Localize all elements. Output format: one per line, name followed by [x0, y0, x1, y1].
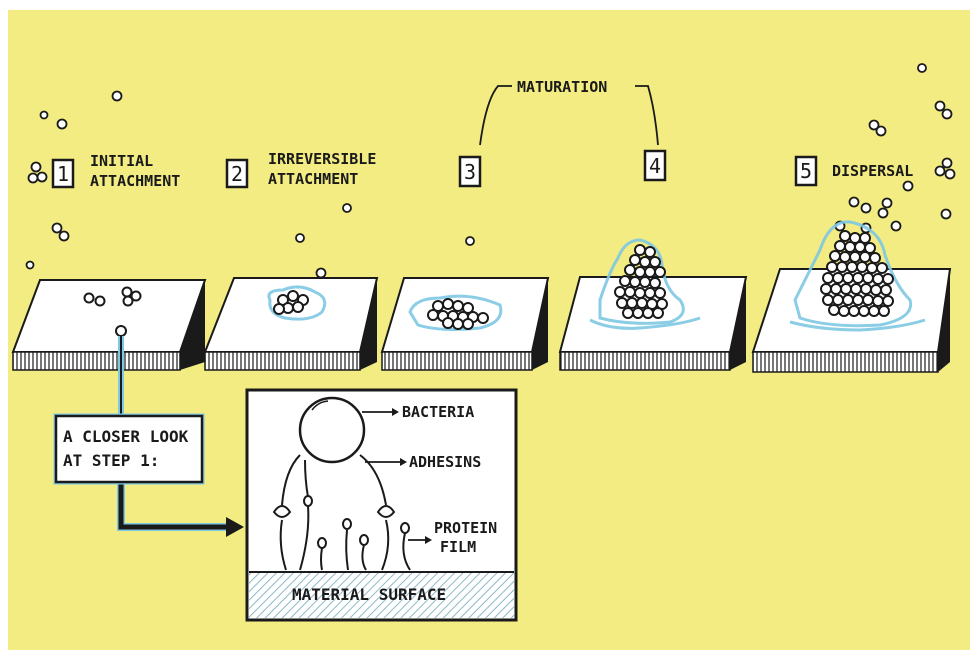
stage-3-number: 3 [464, 160, 476, 184]
stage-3-header: 3 [458, 155, 482, 188]
closer-look-line1: A CLOSER LOOK [63, 427, 189, 446]
detail-panel: MATERIAL SURFACE BA [245, 388, 518, 622]
slab-3 [380, 277, 550, 371]
stage-1-number: 1 [57, 162, 69, 186]
adhesin-tips [272, 495, 410, 549]
stage-1-label-line1: INITIAL [90, 152, 153, 170]
stage-1-header: 1 INITIAL ATTACHMENT [51, 152, 180, 190]
stage-2-header: 2 IRREVERSIBLE ATTACHMENT [225, 150, 376, 189]
closer-look-line2: AT STEP 1: [63, 451, 159, 470]
stage-4-number: 4 [649, 154, 661, 178]
stage-2-number-box [225, 158, 249, 189]
stage-5-label-line1: DISPERSAL [832, 162, 913, 180]
protein-film-label-line1: PROTEIN [434, 519, 497, 537]
stage-5-header: 5 DISPERSAL [794, 155, 913, 187]
adhesin-stalks [279, 454, 411, 571]
material-surface-label: MATERIAL SURFACE [292, 585, 446, 604]
adhesins-label: ADHESINS [409, 453, 481, 471]
attached-bacteria [83, 286, 489, 330]
stage-2-label-line1: IRREVERSIBLE [268, 150, 376, 168]
bacteria-label: BACTERIA [402, 403, 474, 421]
stage-1-label-line2: ATTACHMENT [90, 172, 180, 190]
stage-4-number-box [643, 149, 667, 182]
stage-4-header: 4 [643, 149, 667, 182]
maturation-bracket-right [635, 85, 659, 146]
stage-3-number-box [458, 155, 482, 188]
slab-2 [203, 277, 379, 371]
mature-colony-5 [820, 230, 894, 317]
stage-2-label-line2: ATTACHMENT [268, 170, 358, 188]
biofilm-film [267, 220, 926, 332]
stage-2-number: 2 [231, 162, 243, 186]
closer-look-connector [115, 325, 244, 537]
protein-film-label-line2: FILM [440, 538, 476, 556]
material-surface-band [249, 572, 514, 618]
slab-1 [11, 279, 207, 371]
maturation-bracket-left [479, 85, 512, 146]
maturation-bracket: MATURATION [479, 78, 659, 146]
mature-colony-4 [614, 244, 668, 319]
closer-look-box: A CLOSER LOOK AT STEP 1: [53, 413, 205, 485]
stage-5-number-box [794, 155, 818, 187]
stage-5-number: 5 [800, 159, 812, 183]
bacterium-cell [298, 396, 366, 464]
maturation-label: MATURATION [517, 78, 607, 96]
stage-1-number-box [51, 158, 75, 189]
